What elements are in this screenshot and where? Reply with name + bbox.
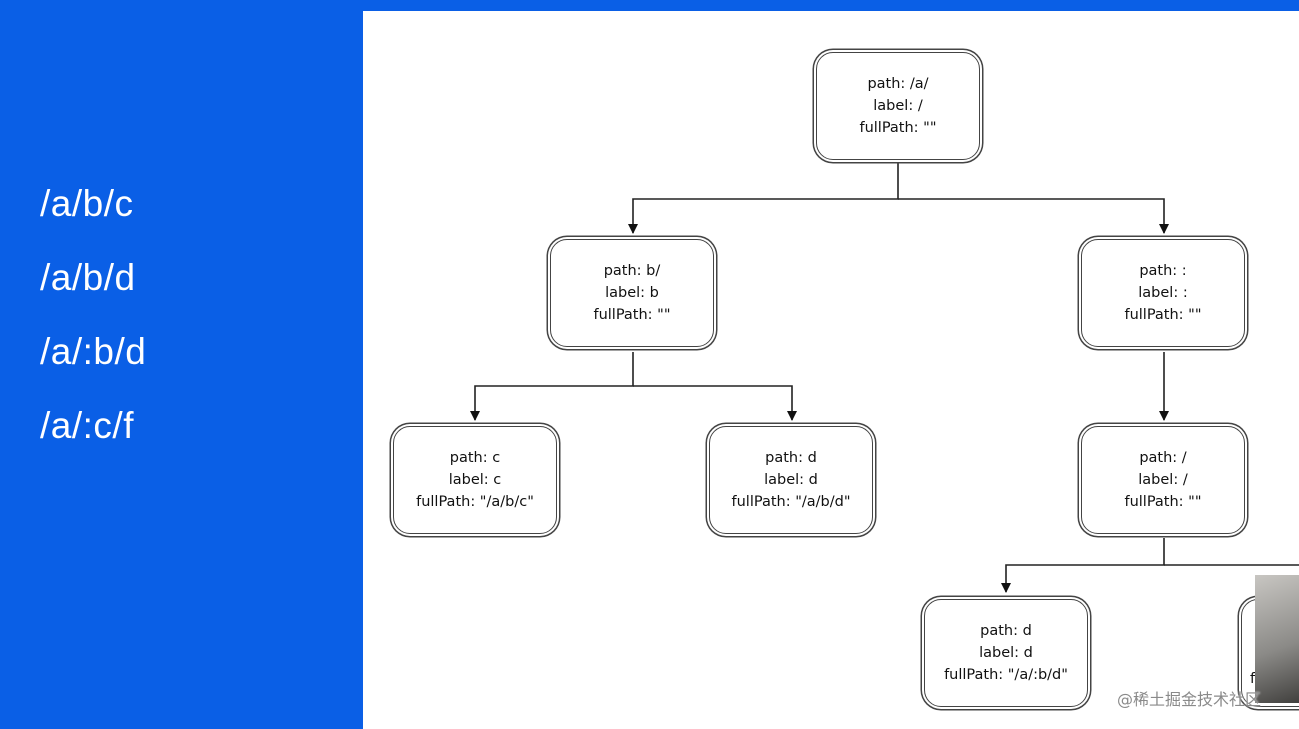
node-fullpath: fullPath: "" [1124,494,1202,510]
edge-slash-to-d2 [1001,538,1165,593]
diagram-canvas: path: /a/ label: / fullPath: "" path: b/… [363,11,1299,729]
route-item: /a/b/d [40,257,136,298]
tree-node-slash: path: / label: / fullPath: "" [1081,426,1245,534]
webcam-overlay [1255,575,1299,703]
edge-root-to-param [898,198,1169,234]
edge-b-to-c [470,352,634,421]
node-label: label: / [1138,472,1188,488]
node-fullpath: f [1250,671,1256,687]
node-path: path: : [1139,263,1187,279]
tree-node-b: path: b/ label: b fullPath: "" [550,239,714,347]
tree-node-d2: path: d label: d fullPath: "/a/:b/d" [924,599,1088,707]
route-list: /a/b/c /a/b/d /a/:b/d /a/:c/f [40,178,146,474]
node-fullpath: fullPath: "" [1124,307,1202,323]
node-fullpath: fullPath: "/a/:b/d" [944,667,1068,683]
tree-node-d: path: d label: d fullPath: "/a/b/d" [709,426,873,534]
edge-b-to-d [633,385,797,421]
tree-node-param: path: : label: : fullPath: "" [1081,239,1245,347]
node-label: label: d [979,645,1033,661]
node-label: label: d [764,472,818,488]
node-label: label: : [1138,285,1188,301]
edge-root-to-b [628,163,899,234]
route-item: /a/:b/d [40,331,147,372]
node-path: path: /a/ [867,76,929,92]
node-path: path: d [765,450,817,466]
node-path: path: b/ [603,263,661,279]
tree-edges [470,163,1299,593]
node-label: label: / [873,98,923,114]
node-fullpath: fullPath: "/a/b/d" [731,494,851,510]
route-item: /a/:c/f [40,405,134,446]
node-label: label: c [448,472,502,488]
node-label: label: b [605,285,659,301]
node-fullpath: fullPath: "" [593,307,671,323]
node-fullpath: fullPath: "/a/b/c" [416,494,534,510]
node-path: path: d [980,623,1032,639]
node-fullpath: fullPath: "" [859,120,937,136]
node-path: path: c [449,450,501,466]
tree-node-root: path: /a/ label: / fullPath: "" [816,52,980,160]
route-item: /a/b/c [40,183,134,224]
watermark: @稀土掘金技术社区 [1117,690,1262,709]
tree-node-c: path: c label: c fullPath: "/a/b/c" [393,426,557,534]
node-path: path: / [1139,450,1187,466]
